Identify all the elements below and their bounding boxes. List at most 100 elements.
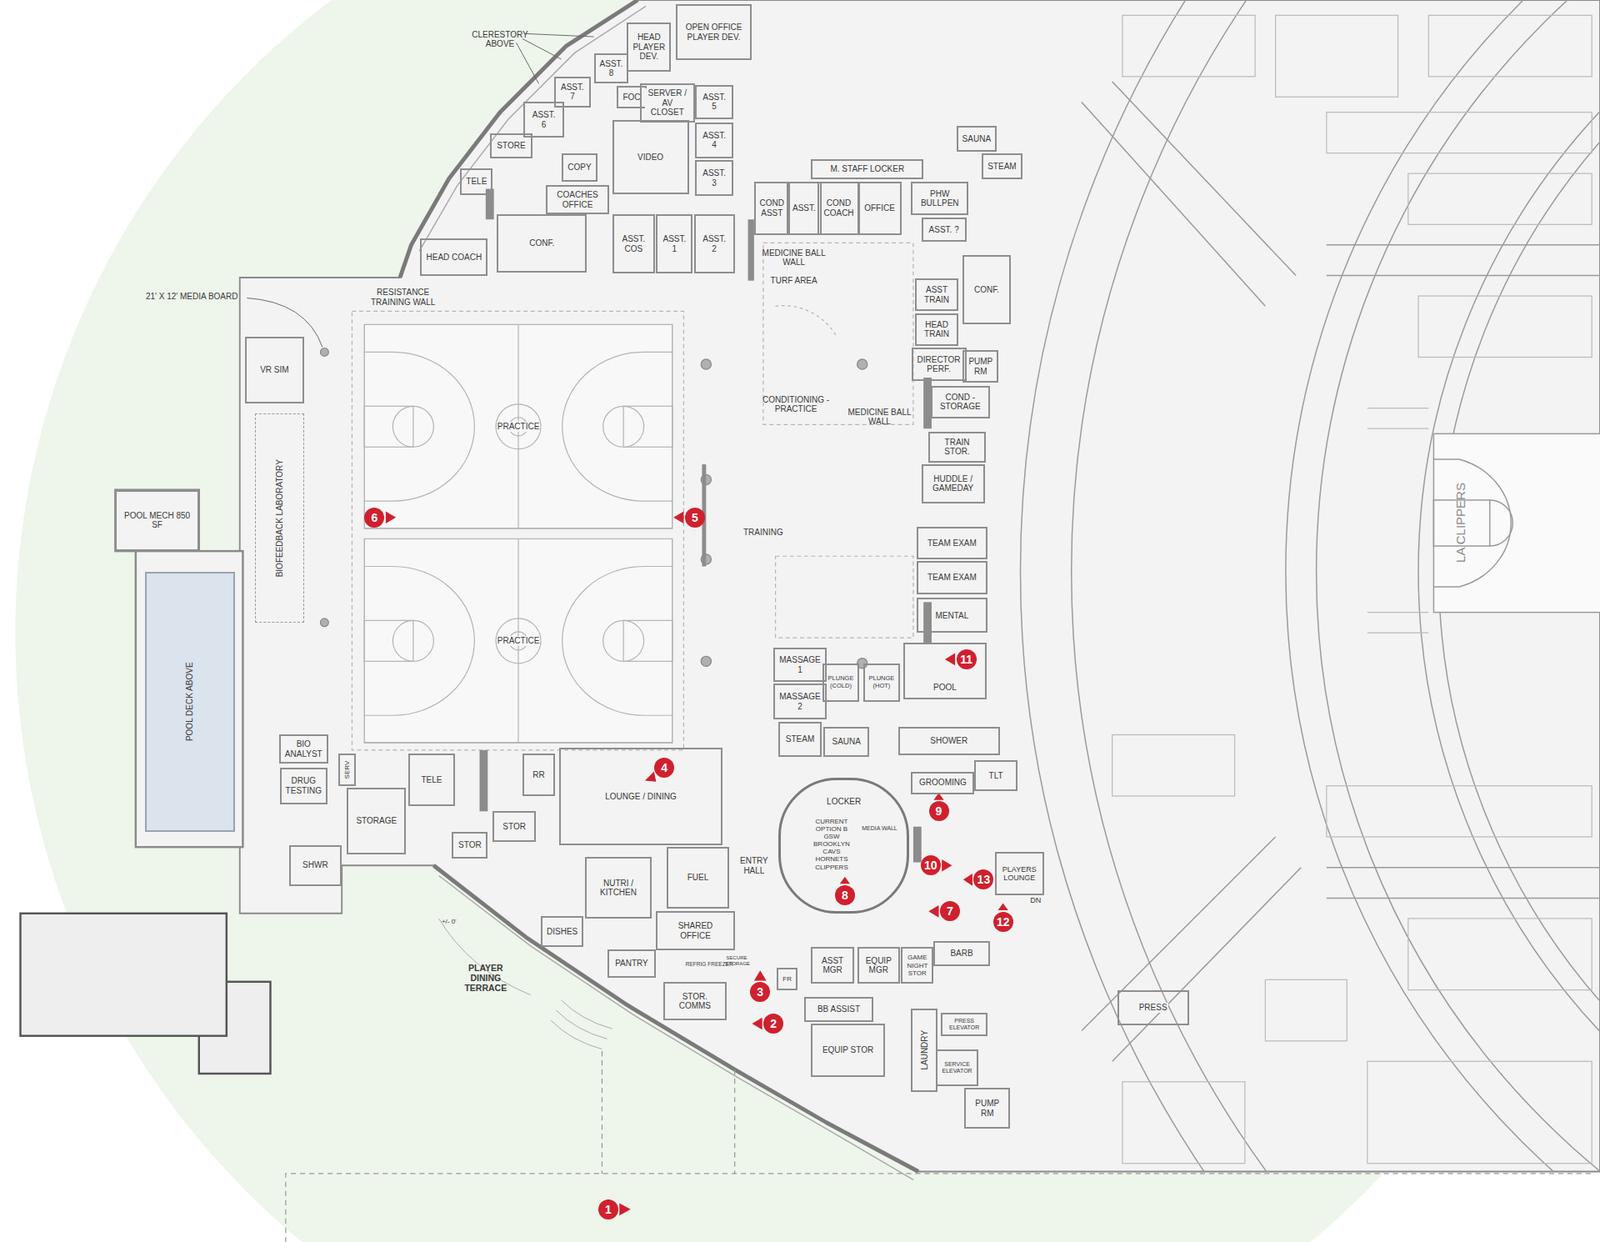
room-label: SAUNA bbox=[830, 736, 861, 747]
building-floor bbox=[240, 0, 1600, 1172]
room-label: ASST TRAIN bbox=[920, 285, 953, 305]
arena bbox=[1071, 0, 1600, 1172]
room-box: TRAIN STOR. bbox=[928, 431, 986, 463]
arena bbox=[1408, 173, 1592, 225]
arena bbox=[1418, 295, 1592, 357]
room-box: ASST. ? bbox=[921, 217, 967, 242]
room-box: MASSAGE 1 bbox=[773, 647, 826, 681]
annotation-text: MEDICINE BALL WALL bbox=[844, 406, 916, 426]
room-box: SAUNA bbox=[823, 726, 870, 758]
room-box: FR bbox=[776, 967, 798, 990]
pool-structure bbox=[115, 490, 243, 848]
room-label: PRACTICE bbox=[496, 421, 541, 432]
annotation-text: RESISTANCE TRAINING WALL bbox=[362, 287, 445, 307]
room-box: PLUNGE (COLD) bbox=[822, 663, 860, 703]
room-box: SHARED OFFICE bbox=[655, 910, 735, 950]
room-label: STOR bbox=[457, 840, 483, 850]
room-box: BARB bbox=[933, 940, 990, 967]
callout-pointer bbox=[645, 771, 656, 782]
room-label: RR bbox=[531, 770, 545, 780]
callout-pointer bbox=[945, 653, 955, 666]
room-box: ASST.COS bbox=[612, 214, 655, 274]
leader-line bbox=[522, 39, 562, 60]
callout-pointer bbox=[385, 510, 396, 524]
room-label: SHWR bbox=[301, 860, 330, 870]
practice-gym bbox=[364, 620, 414, 661]
room-label: BARB bbox=[949, 948, 974, 959]
room-label: COND - STORAGE bbox=[935, 392, 985, 412]
pool-structure bbox=[115, 490, 199, 551]
room-label: STORE bbox=[495, 140, 526, 151]
structural-column bbox=[700, 655, 711, 666]
room-label: ASST. bbox=[621, 234, 647, 245]
room-label: SHARED OFFICE bbox=[660, 920, 730, 940]
room-box: PHW BULLPEN bbox=[910, 181, 969, 215]
room-label: EQUIP MGR bbox=[862, 955, 895, 975]
callout-number: 3 bbox=[750, 981, 770, 1002]
arena bbox=[1326, 785, 1592, 837]
practice-gym bbox=[623, 620, 673, 661]
room-box: TEAM EXAM bbox=[916, 526, 989, 560]
exterior-building bbox=[20, 913, 226, 1036]
room-label: CONF. bbox=[528, 238, 555, 249]
leader-line bbox=[516, 42, 540, 84]
room-label: COS bbox=[624, 244, 645, 255]
room-box: OFFICE bbox=[857, 181, 903, 235]
room-label: SERVER / AV CLOSET bbox=[645, 88, 690, 118]
room-label: DISHES bbox=[545, 926, 579, 937]
callout-number: 7 bbox=[940, 900, 960, 921]
callout-pointer bbox=[933, 792, 944, 800]
room-box: SHOWER bbox=[898, 726, 1000, 755]
room-label: PRACTICE bbox=[496, 635, 541, 646]
room-label: TEAM EXAM bbox=[926, 538, 978, 549]
room-label: BIOFEEDBACK LABORATORY bbox=[275, 458, 285, 578]
annotation-text: CAVS bbox=[822, 848, 840, 856]
practice-gym bbox=[364, 324, 673, 529]
room-label: TLT bbox=[988, 770, 1005, 781]
callout-number: 11 bbox=[956, 649, 977, 670]
room-box: STEAM bbox=[778, 721, 821, 758]
room-label: OPEN OFFICE PLAYER DEV. bbox=[680, 22, 748, 42]
practice-gym bbox=[351, 310, 684, 750]
room-label: TELE bbox=[420, 775, 443, 785]
callout-number: 12 bbox=[993, 911, 1014, 932]
arena bbox=[1020, 0, 1600, 1172]
room-box: SAUNA bbox=[956, 125, 997, 153]
leader-line bbox=[525, 33, 595, 37]
room-label: ASST MGR bbox=[815, 955, 849, 975]
callout-pointer bbox=[385, 510, 1009, 1215]
room-box: POOL bbox=[903, 642, 987, 699]
room-label: COACHES OFFICE bbox=[550, 190, 605, 210]
wall-element bbox=[480, 188, 932, 862]
arena bbox=[1326, 112, 1592, 154]
structural-column bbox=[700, 359, 711, 370]
arena bbox=[1122, 15, 1255, 76]
room-label: MENTAL bbox=[935, 610, 970, 621]
room-label: MASSAGE 2 bbox=[778, 691, 821, 711]
room-box: DRUG TESTING bbox=[280, 767, 328, 805]
arena bbox=[1285, 0, 1600, 1172]
room-label: FUEL bbox=[686, 872, 710, 883]
annotation-text: +/- 0' bbox=[441, 917, 457, 925]
room-box: ASST. 8 bbox=[594, 53, 630, 85]
room-box: HUDDLE / GAMEDAY bbox=[921, 464, 985, 504]
callout-number: 4 bbox=[654, 757, 675, 778]
callout-pointer bbox=[751, 1017, 762, 1030]
callout-pointer bbox=[673, 510, 684, 524]
annotation-text: PLAYER DINING TERRACE bbox=[455, 962, 516, 993]
room-label: DRUG TESTING bbox=[285, 775, 323, 795]
room-label: TELE bbox=[465, 176, 488, 187]
room-label: MASSAGE 1 bbox=[778, 655, 821, 675]
site-boundary bbox=[285, 1173, 1592, 1242]
room-label: LOCKER bbox=[825, 796, 862, 807]
practice-gym bbox=[495, 618, 541, 664]
callout-pointer bbox=[941, 859, 952, 872]
room-label: POOL DECK ABOVE bbox=[185, 660, 195, 742]
practice-gym bbox=[603, 405, 645, 447]
room-box: EQUIP STOR bbox=[810, 1023, 885, 1077]
room-box: COACHES OFFICE bbox=[545, 185, 610, 215]
room-label: COPY bbox=[566, 162, 592, 173]
room-box: PANTRY bbox=[607, 949, 657, 978]
room-box: SERVICE ELEVATOR bbox=[935, 1049, 978, 1086]
practice-gym bbox=[775, 305, 837, 337]
